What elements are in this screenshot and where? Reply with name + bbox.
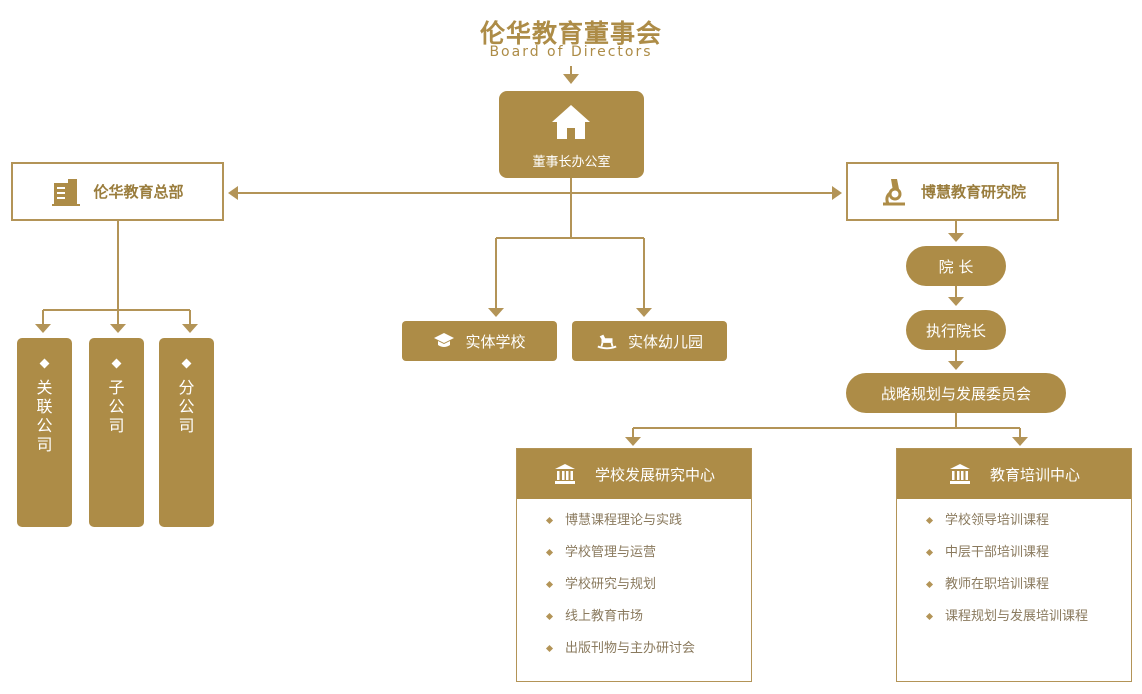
center-item-list: 学校领导培训课程 中层干部培训课程 教师在职培训课程 课程规划与发展培训课程 [897,499,1131,639]
list-item: 学校研究与规划 [517,575,751,607]
chairman-office-node[interactable]: 董事长办公室 [499,91,644,178]
list-item: 学校领导培训课程 [897,511,1131,543]
subsidiary-child-company[interactable]: 子公司 [89,338,144,527]
institute-node[interactable]: 博慧教育研究院 [846,162,1059,221]
diamond-bullet-icon [545,580,554,589]
dean-node[interactable]: 院 长 [906,246,1006,286]
list-item: 教师在职培训课程 [897,575,1131,607]
school-label: 实体幼儿园 [627,332,703,351]
school-development-center[interactable]: 学校发展研究中心 博慧课程理论与实践 学校管理与运营 学校研究与规划 线上教育市… [516,448,752,682]
diamond-bullet-icon [39,358,50,369]
education-training-center[interactable]: 教育培训中心 学校领导培训课程 中层干部培训课程 教师在职培训课程 课程规划与发… [896,448,1132,682]
school-label: 实体学校 [465,332,526,351]
graduation-cap-icon [434,333,455,347]
subsidiary-label: 子公司 [108,378,125,435]
center-header: 教育培训中心 [897,449,1131,499]
chairman-office-label: 董事长办公室 [532,155,611,170]
list-item: 博慧课程理论与实践 [517,511,751,543]
diamond-bullet-icon [545,612,554,621]
diamond-bullet-icon [925,516,934,525]
institution-icon [554,464,575,484]
building-icon [52,178,81,206]
diamond-bullet-icon [111,358,122,369]
center-header: 学校发展研究中心 [517,449,751,499]
center-item-list: 博慧课程理论与实践 学校管理与运营 学校研究与规划 线上教育市场 出版刊物与主办… [517,499,751,671]
diamond-bullet-icon [925,580,934,589]
page-subtitle: Board of Directors [489,44,653,60]
diamond-bullet-icon [545,548,554,557]
subsidiary-related-company[interactable]: 关联公司 [17,338,72,527]
diamond-bullet-icon [181,358,192,369]
physical-kindergarten-node[interactable]: 实体幼儿园 [572,321,727,361]
home-icon [552,105,590,139]
list-item: 中层干部培训课程 [897,543,1131,575]
committee-node[interactable]: 战略规划与发展委员会 [846,373,1066,413]
subsidiary-label: 关联公司 [36,378,53,454]
diamond-bullet-icon [925,548,934,557]
rocking-horse-icon [597,334,617,350]
institution-icon [949,464,970,484]
diamond-bullet-icon [925,612,934,621]
list-item: 出版刊物与主办研讨会 [517,639,751,671]
center-title: 教育培训中心 [989,465,1080,484]
center-title: 学校发展研究中心 [594,465,715,484]
headquarters-node[interactable]: 伦华教育总部 [11,162,224,221]
subsidiary-label: 分公司 [178,378,195,435]
page-title: 伦华教育董事会 [479,19,662,48]
institute-label: 博慧教育研究院 [920,183,1026,201]
executive-dean-node[interactable]: 执行院长 [906,310,1006,350]
microscope-icon [882,178,905,205]
diamond-bullet-icon [545,644,554,653]
list-item: 学校管理与运营 [517,543,751,575]
physical-school-node[interactable]: 实体学校 [402,321,557,361]
list-item: 课程规划与发展培训课程 [897,607,1131,639]
list-item: 线上教育市场 [517,607,751,639]
subsidiary-branch-company[interactable]: 分公司 [159,338,214,527]
headquarters-label: 伦华教育总部 [93,183,184,201]
diamond-bullet-icon [545,516,554,525]
